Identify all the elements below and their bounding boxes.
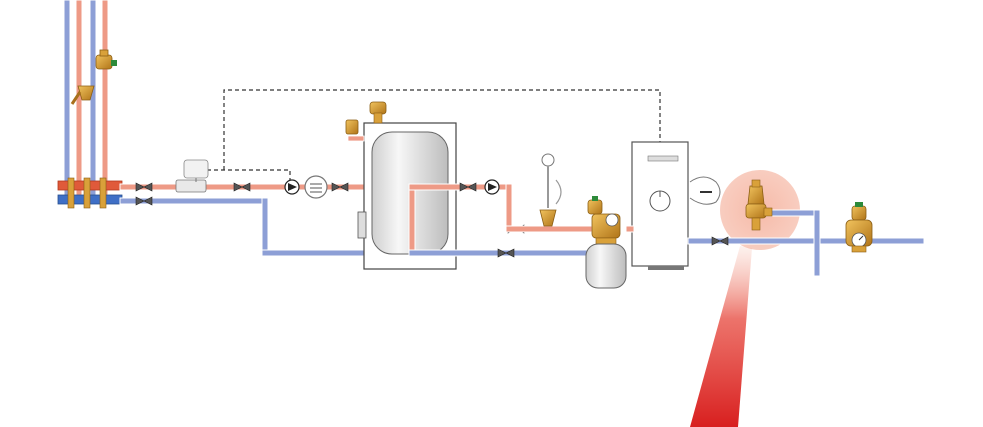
- thermometer-icon: [539, 153, 562, 227]
- pressure-relief-valve-icon: [745, 179, 773, 231]
- expansion-tank-icon: [585, 243, 627, 289]
- cold-return-pipe: [119, 197, 365, 257]
- circulator-pump-icon: [484, 179, 500, 195]
- ball-valve-icon: [711, 236, 729, 246]
- circulator-pump-icon: [284, 179, 300, 195]
- pressure-reducing-valve-icon: [845, 202, 873, 253]
- highlight-beam: [690, 246, 752, 427]
- boiler-outlet-pipe: [625, 209, 925, 277]
- zone-valve-icon: [175, 159, 209, 193]
- control-lines: [200, 89, 661, 180]
- strainer-icon: [70, 85, 95, 105]
- storage-tank: [347, 122, 457, 270]
- ball-valve-icon: [135, 182, 349, 206]
- mixing-valve-icon: [587, 196, 621, 245]
- boiler: [631, 141, 721, 270]
- air-vent-icon: [95, 49, 117, 70]
- flow-meter-icon: [304, 175, 328, 199]
- tank-relief-valve-icon: [345, 101, 387, 135]
